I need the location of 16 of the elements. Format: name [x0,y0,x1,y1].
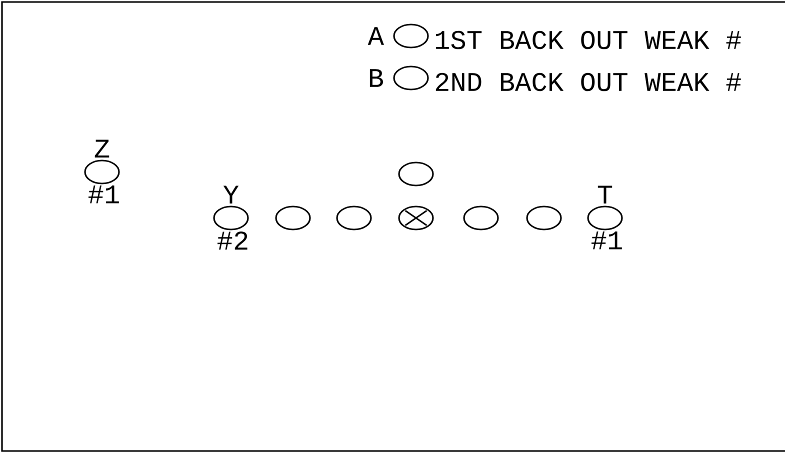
player-oval [463,206,499,230]
player-oval [526,206,562,230]
receiver-number: #1 [592,232,622,250]
receiver-number: #2 [218,232,248,250]
player-oval [336,206,372,230]
assignment-text: 1ST BACK OUT WEAK # [436,30,741,50]
position-letter: A [368,27,384,45]
position-letter: Z [94,140,110,158]
player-oval [275,206,311,230]
receiver-number: #1 [88,186,119,204]
position-letter: Y [223,186,239,204]
assignment-text: 2ND BACK OUT WEAK # [436,72,741,92]
crossed-player-oval [398,206,434,230]
position-letter: B [370,69,383,87]
position-letter: T [598,186,612,204]
player-oval [398,162,434,186]
